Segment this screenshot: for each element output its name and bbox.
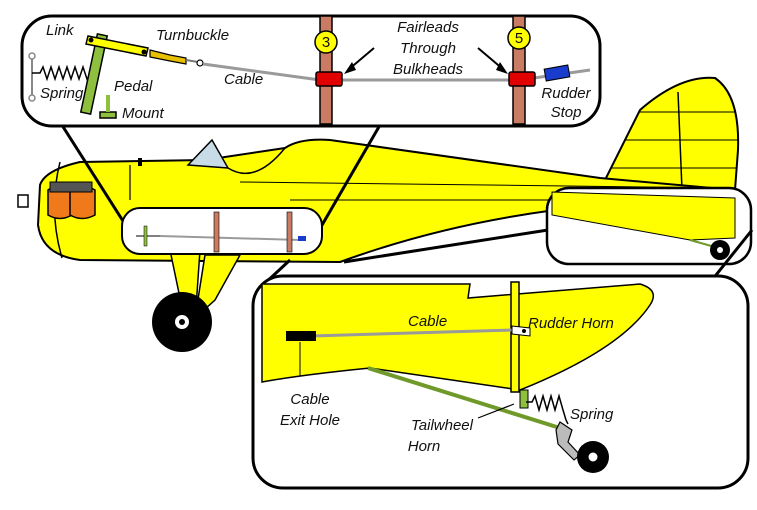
label-cable-exit-1: Cable	[290, 391, 329, 408]
label-tailwheel-horn-2: Horn	[408, 438, 441, 455]
label-cable-bottom: Cable	[408, 313, 447, 330]
tailwheel-icon	[577, 441, 609, 473]
fairlead-3	[315, 71, 343, 87]
cockpit-rim	[227, 147, 286, 175]
label-rudder-stop-2: Stop	[551, 104, 582, 121]
label-tailwheel-horn-1: Tailwheel	[411, 417, 474, 434]
tail-mini-inset	[545, 186, 753, 266]
bulkhead-3-badge	[314, 30, 338, 54]
label-pedal: Pedal	[114, 78, 153, 95]
label-cable-top: Cable	[224, 71, 263, 88]
tailwheel-icon	[710, 240, 730, 260]
label-turnbuckle: Turnbuckle	[156, 27, 229, 44]
label-spring-top: Spring	[40, 85, 84, 102]
vertical-tail	[598, 76, 740, 191]
fairlead-arrows	[344, 47, 508, 74]
windshield	[186, 138, 230, 169]
fairlead-5	[508, 71, 536, 87]
engine-cylinder-icon	[17, 181, 96, 220]
cable-exit-hole	[286, 331, 316, 341]
inset-frame-top	[20, 14, 602, 128]
label-fairleads-2: Through	[400, 40, 456, 57]
rudder-hinge-line	[677, 91, 683, 191]
tailwheel-bracket	[555, 421, 581, 461]
bulkhead-5-badge	[507, 26, 531, 50]
label-bulkhead-3: 3	[322, 34, 330, 51]
label-cable-exit-2: Exit Hole	[280, 412, 340, 429]
label-link: Link	[46, 22, 75, 39]
label-spring-bottom: Spring	[570, 406, 614, 423]
tailwheel-horn	[519, 389, 529, 409]
rudder-post	[510, 281, 520, 393]
aft-fuselage	[261, 283, 655, 391]
link-bar	[85, 35, 149, 57]
label-fairleads-3: Bulkheads	[393, 61, 464, 78]
fuselage-mini-inset	[121, 207, 323, 255]
rudder-stop	[543, 64, 571, 82]
antenna	[138, 158, 142, 166]
underside-strip	[367, 366, 561, 430]
pedal-mount	[99, 111, 117, 119]
label-bulkhead-5: 5	[515, 30, 523, 47]
leader-tailwheel-horn	[477, 403, 515, 419]
tailwheel-spring	[526, 393, 569, 425]
tail-detail-inset: Cable Rudder Horn Cable Exit Hole Tailwh…	[251, 228, 754, 490]
rudder-horn	[511, 325, 531, 337]
label-fairleads-1: Fairleads	[397, 19, 459, 36]
main-wheel-icon	[152, 292, 212, 352]
label-rudder-stop-1: Rudder	[541, 85, 591, 102]
label-rudder-horn: Rudder Horn	[528, 315, 614, 332]
cockpit-linkage-inset: Link Turnbuckle Spring Pedal Mount Cable…	[20, 14, 602, 233]
rudder-pedal	[79, 32, 109, 116]
label-mount: Mount	[122, 105, 165, 122]
return-spring	[32, 64, 96, 82]
rudder-cable-aft	[311, 328, 513, 338]
turnbuckle	[149, 49, 187, 65]
